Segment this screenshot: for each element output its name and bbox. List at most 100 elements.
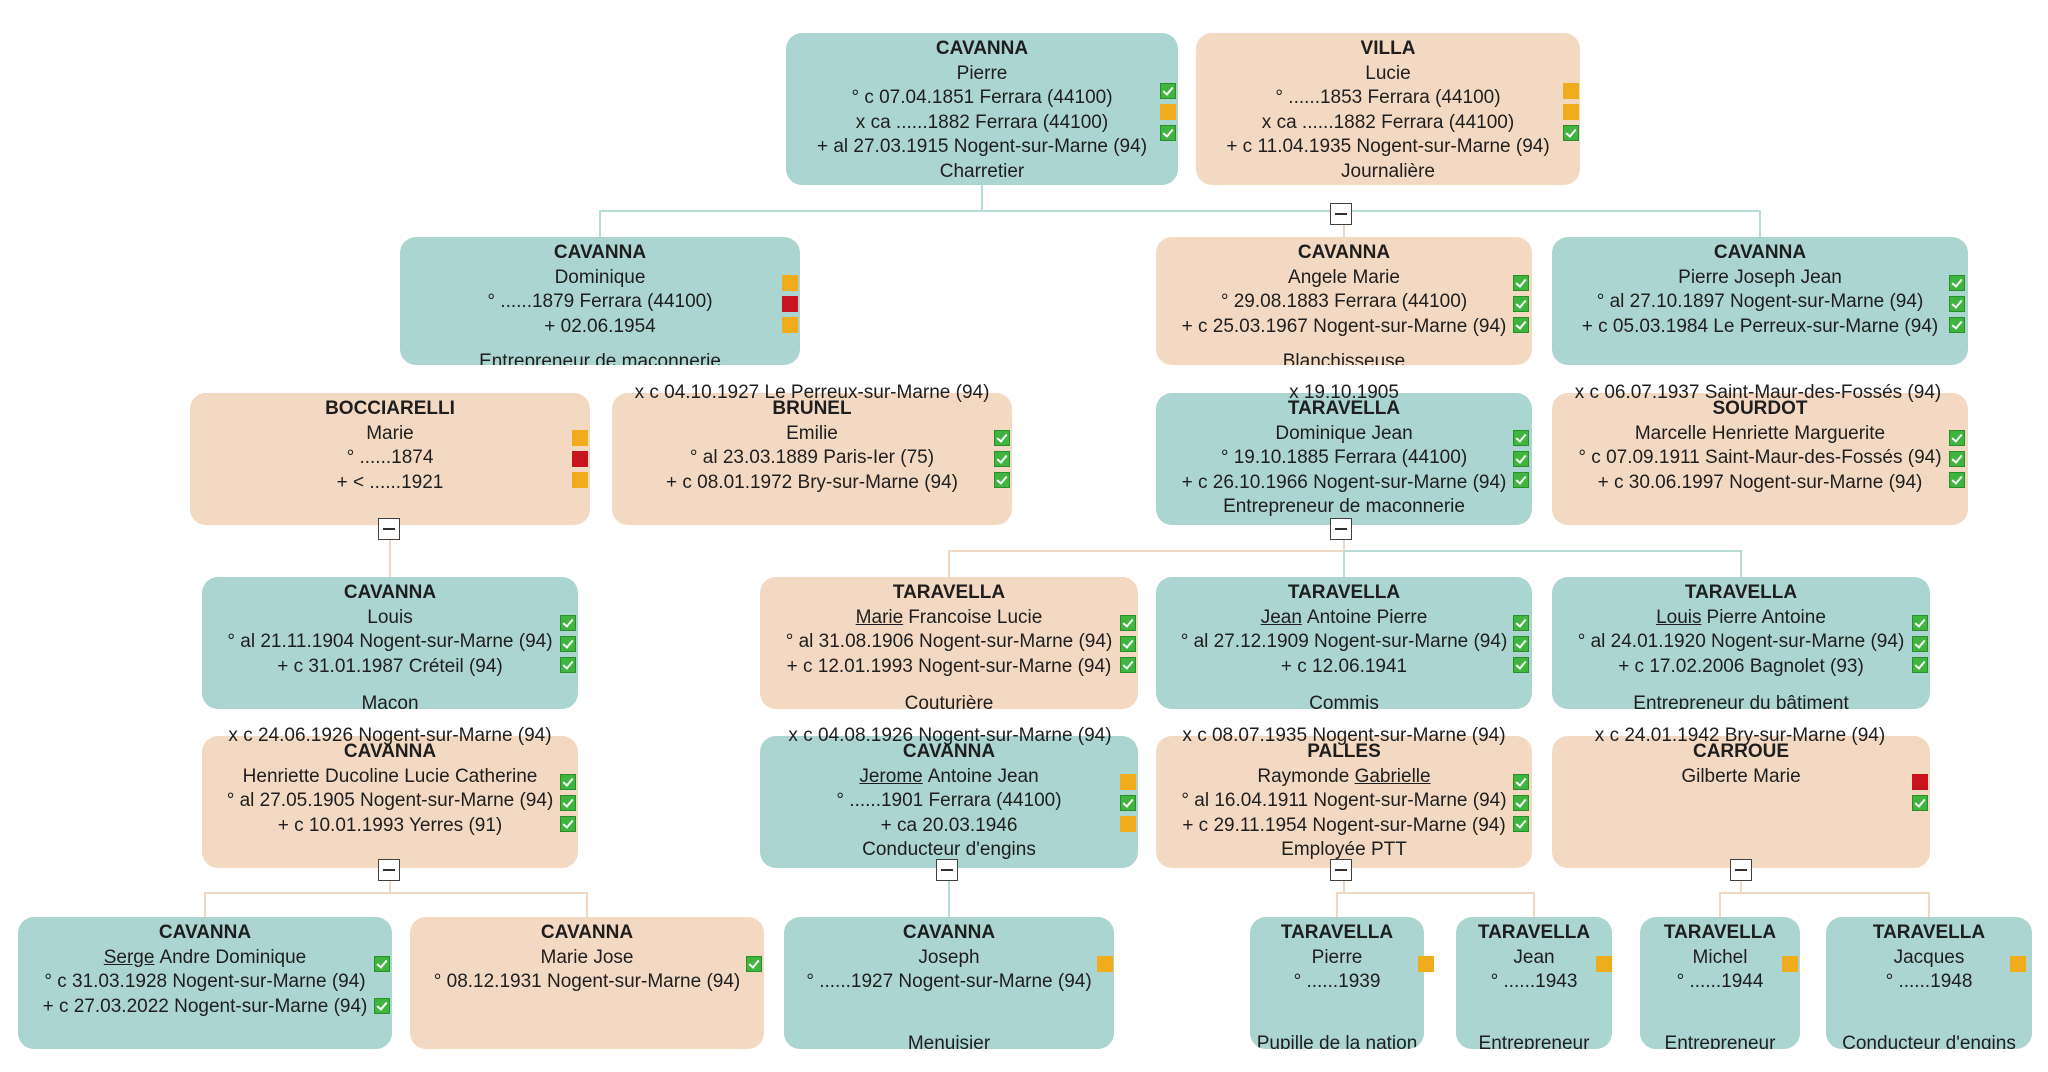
collapse-toggle-icon[interactable]: [1730, 859, 1752, 881]
person-detail: + c 31.01.1987 Créteil (94): [277, 655, 503, 677]
collapse-toggle-icon[interactable]: [378, 859, 400, 881]
collapse-toggle-icon[interactable]: [1330, 203, 1352, 225]
partial-source-icon[interactable]: [1563, 104, 1579, 120]
person-surname: CAVANNA: [158, 922, 252, 943]
partial-source-icon[interactable]: [1097, 956, 1113, 972]
partial-source-icon[interactable]: [1563, 83, 1579, 99]
person-detail: ° al 27.10.1897 Nogent-sur-Marne (94): [1596, 291, 1924, 312]
verified-check-icon[interactable]: [560, 816, 576, 832]
given-name-rest: Pierre Antoine: [1706, 606, 1826, 628]
missing-source-icon[interactable]: [1912, 774, 1928, 790]
verified-check-icon[interactable]: [1513, 615, 1529, 631]
verified-check-icon[interactable]: [1120, 795, 1136, 811]
verified-check-icon[interactable]: [1513, 296, 1529, 312]
verified-check-icon[interactable]: [560, 774, 576, 790]
person-detail: ° ......1879 Ferrara (44100): [487, 291, 713, 312]
partial-source-icon[interactable]: [1120, 774, 1136, 790]
verified-check-icon[interactable]: [560, 615, 576, 631]
verified-check-icon[interactable]: [1949, 430, 1965, 446]
collapse-toggle-icon[interactable]: [936, 859, 958, 881]
verified-check-icon[interactable]: [1912, 795, 1928, 811]
verified-check-icon[interactable]: [1563, 125, 1579, 141]
verified-check-icon[interactable]: [994, 472, 1010, 488]
partial-source-icon[interactable]: [2010, 956, 2026, 972]
partial-source-icon[interactable]: [1418, 956, 1434, 972]
partial-source-icon[interactable]: [1782, 956, 1798, 972]
person-detail: + < ......1921: [336, 471, 444, 493]
verified-check-icon[interactable]: [1120, 657, 1136, 673]
collapse-toggle-icon[interactable]: [1330, 859, 1352, 881]
verified-check-icon[interactable]: [1160, 83, 1176, 99]
partial-source-icon[interactable]: [1596, 956, 1612, 972]
verified-check-icon[interactable]: [1513, 317, 1529, 333]
verified-check-icon[interactable]: [1513, 430, 1529, 446]
verified-check-icon[interactable]: [994, 451, 1010, 467]
verified-check-icon[interactable]: [374, 998, 390, 1014]
verified-check-icon[interactable]: [1513, 774, 1529, 790]
partial-source-icon[interactable]: [782, 275, 798, 291]
verified-check-icon[interactable]: [560, 657, 576, 673]
verified-check-icon[interactable]: [994, 430, 1010, 446]
verified-check-icon[interactable]: [1513, 816, 1529, 832]
person-surname: TARAVELLA: [1477, 922, 1591, 943]
verified-check-icon[interactable]: [746, 956, 762, 972]
verified-check-icon[interactable]: [560, 795, 576, 811]
partial-source-icon[interactable]: [572, 430, 588, 446]
missing-source-icon[interactable]: [782, 296, 798, 312]
verified-check-icon[interactable]: [1912, 615, 1928, 631]
verified-check-icon[interactable]: [1513, 657, 1529, 673]
verified-check-icon[interactable]: [1949, 317, 1965, 333]
verified-check-icon[interactable]: [1949, 296, 1965, 312]
verified-check-icon[interactable]: [1513, 275, 1529, 291]
verified-check-icon[interactable]: [1912, 636, 1928, 652]
collapse-toggle-icon[interactable]: [378, 518, 400, 540]
collapse-toggle-icon[interactable]: [1330, 518, 1352, 540]
verified-check-icon[interactable]: [1949, 472, 1965, 488]
missing-source-icon[interactable]: [572, 451, 588, 467]
verified-check-icon[interactable]: [1513, 795, 1529, 811]
connector-line: [599, 185, 983, 237]
verified-check-icon[interactable]: [1949, 451, 1965, 467]
verified-check-icon[interactable]: [1160, 125, 1176, 141]
partial-source-icon[interactable]: [1160, 104, 1176, 120]
partial-source-icon[interactable]: [1120, 816, 1136, 832]
verified-check-icon[interactable]: [1912, 657, 1928, 673]
person-surname: TARAVELLA: [1280, 922, 1394, 943]
given-name-underlined: Marie: [855, 606, 904, 628]
verified-check-icon[interactable]: [560, 636, 576, 652]
verified-check-icon[interactable]: [1949, 275, 1965, 291]
verified-check-icon[interactable]: [1513, 451, 1529, 467]
verified-check-icon[interactable]: [1513, 636, 1529, 652]
verified-check-icon[interactable]: [1120, 636, 1136, 652]
partial-source-icon[interactable]: [782, 317, 798, 333]
verified-check-icon[interactable]: [1120, 615, 1136, 631]
verified-check-icon[interactable]: [374, 956, 390, 972]
verified-check-icon[interactable]: [1513, 472, 1529, 488]
partial-source-icon[interactable]: [572, 472, 588, 488]
